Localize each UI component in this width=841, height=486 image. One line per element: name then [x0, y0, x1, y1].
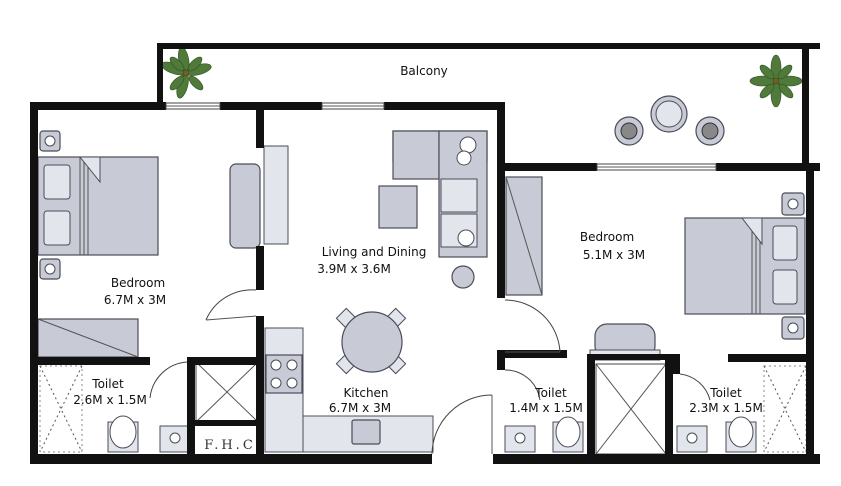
balcony-table — [614, 95, 725, 146]
label-toilet-left: Toilet — [91, 377, 124, 391]
shower-right — [763, 365, 807, 453]
shaft-right — [595, 363, 667, 455]
plant-left — [161, 47, 212, 99]
size-bedroom-left: 6.7M x 3M — [104, 293, 166, 307]
label-kitchen: Kitchen — [343, 386, 388, 400]
furniture — [37, 47, 807, 455]
size-bedroom-right: 5.1M x 3M — [583, 248, 645, 262]
label-balcony: Balcony — [400, 64, 448, 78]
shower-left — [39, 365, 83, 453]
size-kitchen: 6.7M x 3M — [329, 401, 391, 415]
shaft-left — [195, 361, 259, 423]
label-bedroom-left: Bedroom — [111, 276, 165, 290]
wardrobe-left — [37, 318, 139, 358]
wc-mid — [504, 416, 584, 453]
label-living: Living and Dining — [322, 245, 427, 259]
side-table — [451, 265, 475, 289]
windows — [165, 102, 717, 171]
walls — [30, 43, 820, 464]
kitchen-counter — [264, 327, 434, 453]
label-toilet-right: Toilet — [709, 386, 742, 400]
tv-unit — [229, 145, 289, 249]
label-toilet-mid: Toilet — [534, 386, 567, 400]
wc-left — [107, 415, 191, 453]
size-toilet-right: 2.3M x 1.5M — [689, 401, 763, 415]
size-toilet-left: 2.6M x 1.5M — [73, 393, 147, 407]
size-toilet-mid: 1.4M x 1.5M — [509, 401, 583, 415]
wc-right — [676, 416, 757, 453]
plant-right — [749, 54, 803, 108]
wardrobe-right — [505, 176, 543, 296]
sofa — [392, 130, 488, 258]
label-bedroom-right: Bedroom — [580, 230, 634, 244]
dining-table — [335, 307, 407, 375]
labels: Balcony Bedroom 6.7M x 3M Living and Din… — [73, 64, 763, 453]
bed-left — [37, 130, 159, 280]
coffee-table — [378, 185, 418, 229]
size-living: 3.9M x 3.6M — [317, 262, 391, 276]
label-fhc: F.H.C — [204, 438, 256, 453]
bed-right — [684, 192, 806, 340]
doors — [149, 289, 711, 455]
